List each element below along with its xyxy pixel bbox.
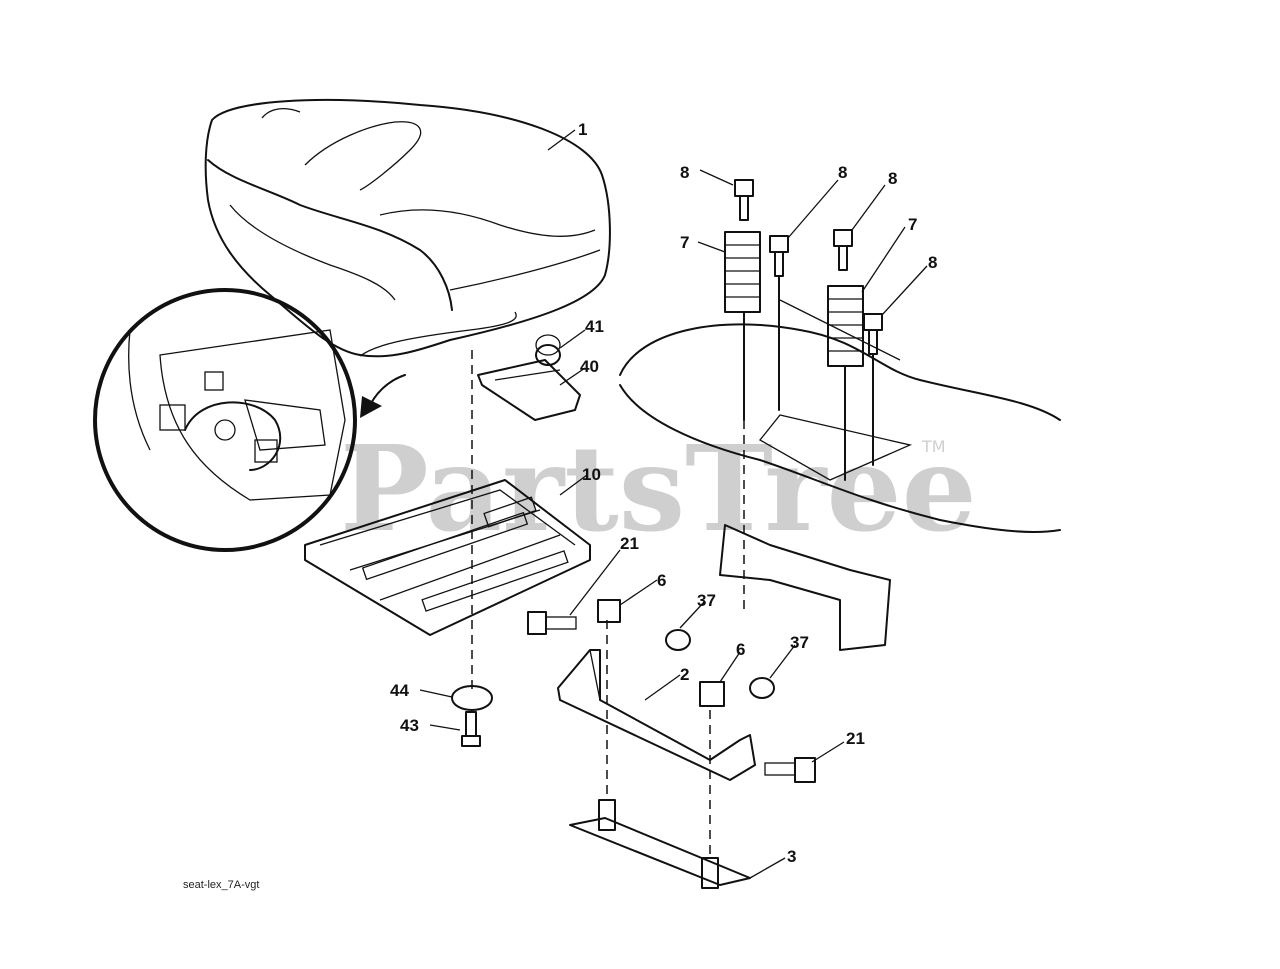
bumper-plate-part [569,799,751,889]
callout-spring-right: 7 [908,215,917,234]
callout-bolt-2: 8 [838,163,847,182]
callout-washer: 44 [390,681,409,700]
callout-nut-right: 6 [736,640,745,659]
spring-left-part [724,231,761,313]
spring-clip-part [535,334,561,366]
mount-bracket-part [557,649,756,781]
callout-spring-clip: 41 [585,317,604,336]
watermark-trademark: TM [921,437,946,456]
callout-shoulder-bolt-right: 21 [846,729,865,748]
callout-bolt-1: 8 [680,163,689,182]
detail-arrow-head [360,396,382,418]
shoulder-bolt-left-part [527,611,577,635]
screw-part [461,711,481,747]
bolts-group [734,179,883,355]
callout-nut-left: 6 [657,571,666,590]
callout-shoulder-bolt-left: 21 [620,534,639,553]
bolt-centerlines [743,275,874,481]
callout-bumper-plate: 3 [787,847,796,866]
nut-left-part [597,599,621,623]
locknut-left-part [665,629,691,651]
callout-spring-left: 7 [680,233,689,252]
callout-locknut-right: 37 [790,633,809,652]
locknut-right-part [749,677,775,699]
washer-part [451,685,493,711]
switch-plate-part [477,359,581,421]
seat-part [204,99,611,358]
seat-pan-part [304,479,591,636]
callout-bolt-4: 8 [928,253,937,272]
callout-switch-plate: 40 [580,357,599,376]
watermark-text: PartsTree [340,419,977,558]
callout-seat-pan: 10 [582,465,601,484]
callout-locknut-left: 37 [697,591,716,610]
plate-centerlines [606,620,711,858]
switch-detail-inset [93,288,357,552]
nut-right-part [699,681,725,707]
callout-seat: 1 [578,120,587,139]
leader-lines [419,129,928,879]
callout-screw: 43 [400,716,419,735]
callout-bolt-3: 8 [888,169,897,188]
callout-mount-bracket: 2 [680,665,689,684]
shoulder-bolt-right-part [764,757,816,783]
diagram-caption: seat-lex_7A-vgt [183,879,259,891]
fender-frame [619,299,1061,651]
